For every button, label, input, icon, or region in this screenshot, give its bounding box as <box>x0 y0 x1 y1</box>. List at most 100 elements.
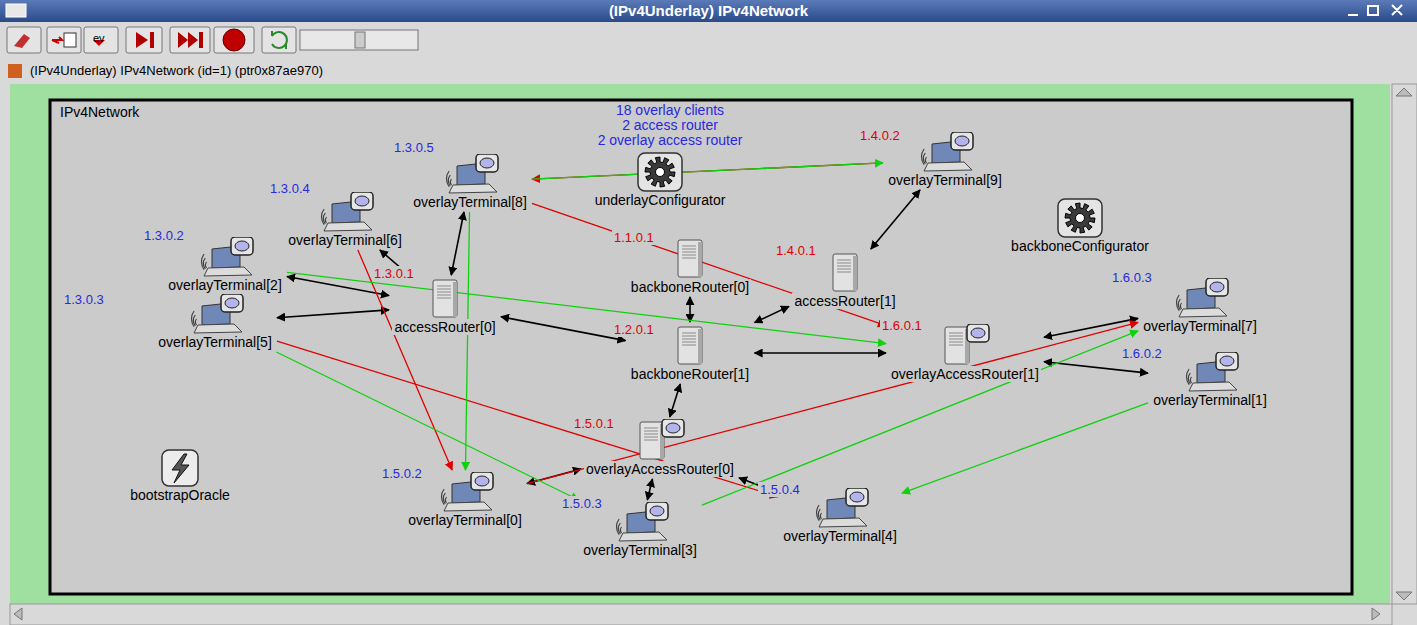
module-icon <box>196 237 254 277</box>
ip-address: 1.5.0.2 <box>380 466 424 481</box>
module-info: (IPv4Underlay) IPv4Network (id=1) (ptr0x… <box>30 63 323 78</box>
message-red <box>532 163 883 179</box>
module-icon <box>316 192 374 232</box>
button-caption: ev <box>93 31 105 46</box>
module-name: backboneRouter[1] <box>629 366 751 382</box>
ip-address: 1.3.0.3 <box>62 292 106 307</box>
ip-address: 1.4.0.2 <box>858 128 902 143</box>
physical-link <box>670 384 680 417</box>
physical-link <box>277 310 389 318</box>
message-green <box>902 403 1148 493</box>
overlay-terminal: overlayTerminal[1] <box>1150 352 1270 408</box>
module-name: underlayConfigurator <box>593 192 728 208</box>
title-bar <box>0 0 1417 22</box>
module-icon <box>635 419 685 461</box>
module-icon <box>673 324 707 366</box>
module-name: bootstrapOracle <box>128 487 232 503</box>
module-icon <box>811 488 869 528</box>
module-icon <box>428 277 462 319</box>
message-green <box>532 163 883 179</box>
physical-link <box>871 190 920 249</box>
ip-address: 1.5.0.4 <box>758 482 802 497</box>
module-icon <box>161 449 199 487</box>
message-green <box>465 212 469 470</box>
module-name: backboneConfigurator <box>1009 238 1151 254</box>
ip-address: 1.6.0.3 <box>1110 270 1154 285</box>
module-name: accessRouter[0] <box>392 319 497 335</box>
network-summary: 2 overlay access router <box>596 133 745 148</box>
window-menu-button <box>6 4 26 17</box>
oracle-module: bootstrapOracle <box>127 449 233 503</box>
router-node: backboneRouter[0] <box>628 237 753 295</box>
physical-link <box>755 352 887 354</box>
module-name: overlayTerminal[4] <box>781 528 899 544</box>
physical-link <box>1044 362 1148 373</box>
module-name: overlayTerminal[3] <box>581 542 699 558</box>
network-summary: 2 access router <box>620 118 720 133</box>
module-name: overlayAccessRouter[1] <box>889 366 1041 382</box>
overlay-terminal: overlayTerminal[2] <box>165 237 285 293</box>
module-name: overlayTerminal[8] <box>411 194 529 210</box>
module-name: accessRouter[1] <box>792 293 897 309</box>
message-red <box>277 341 778 497</box>
module-icon <box>8 64 22 78</box>
configurator-module: underlayConfigurator <box>592 152 729 208</box>
module-icon <box>1171 278 1229 318</box>
ip-address: 1.6.0.1 <box>880 318 924 333</box>
module-icon <box>637 152 683 192</box>
module-icon <box>673 237 707 279</box>
physical-link <box>755 306 790 322</box>
message-red <box>527 322 1138 483</box>
ip-address: 1.3.0.2 <box>142 228 186 243</box>
module-name: overlayTerminal[0] <box>406 512 524 528</box>
window-controls <box>1348 5 1402 15</box>
module-icon <box>436 472 494 512</box>
canvas-ground <box>10 84 1390 604</box>
network-name: IPv4Network <box>58 105 141 120</box>
module-name: overlayTerminal[6] <box>286 232 404 248</box>
toolbar-icons <box>14 29 287 51</box>
module-name: overlayTerminal[9] <box>886 172 1004 188</box>
vertical-scrollbar <box>1392 84 1417 604</box>
physical-link <box>501 317 626 341</box>
module-icon <box>611 502 669 542</box>
router-node: accessRouter[0] <box>391 277 499 335</box>
module-name: overlayTerminal[5] <box>156 334 274 350</box>
router-node: accessRouter[1] <box>791 251 899 309</box>
message-green <box>276 352 578 500</box>
module-icon <box>916 132 974 172</box>
overlay-terminal: overlayTerminal[5] <box>155 294 275 350</box>
ip-address: 1.1.0.1 <box>612 230 656 245</box>
module-name: overlayTerminal[7] <box>1141 318 1259 334</box>
ip-address: 1.3.0.5 <box>392 140 436 155</box>
network-summary: 18 overlay clients <box>614 103 726 118</box>
horizontal-scrollbar <box>10 604 1392 625</box>
module-icon <box>940 324 990 366</box>
ip-address: 1.5.0.1 <box>572 416 616 431</box>
ip-address: 1.6.0.2 <box>1120 346 1164 361</box>
ip-address: 1.2.0.1 <box>612 322 656 337</box>
module-icon <box>441 154 499 194</box>
module-name: overlayTerminal[2] <box>166 277 284 293</box>
overlay-terminal: overlayTerminal[9] <box>885 132 1005 188</box>
configurator-module: backboneConfigurator <box>1008 198 1152 254</box>
overlay-terminal: overlayTerminal[7] <box>1140 278 1260 334</box>
module-name: overlayTerminal[1] <box>1151 392 1269 408</box>
toolbar <box>0 22 1417 58</box>
module-icon <box>186 294 244 334</box>
toolbar-buttons <box>7 27 418 53</box>
ip-address: 1.4.0.1 <box>774 243 818 258</box>
message-green <box>702 331 1138 505</box>
network-frame <box>50 100 1352 594</box>
ip-address: 1.3.0.4 <box>268 181 312 196</box>
physical-link <box>689 297 691 322</box>
window-title: (IPv4Underlay) IPv4Network <box>0 1 1417 21</box>
module-icon <box>1181 352 1239 392</box>
ip-address: 1.3.0.1 <box>372 266 416 281</box>
physical-link <box>451 212 464 275</box>
ip-address: 1.5.0.3 <box>560 496 604 511</box>
module-icon <box>828 251 862 293</box>
module-icon <box>1057 198 1103 238</box>
module-name: backboneRouter[0] <box>629 279 751 295</box>
